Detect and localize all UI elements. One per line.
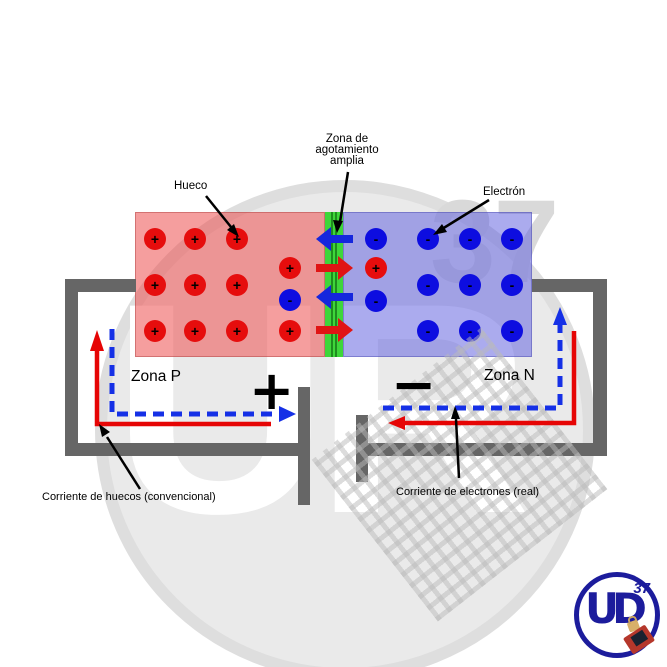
hole-carrier: + [144, 228, 166, 250]
hole-current-path-right [404, 331, 577, 426]
hole-current-pointer-line [105, 436, 142, 490]
ur37-logo: UD 37 [574, 572, 660, 658]
conventional-current-label: Corriente de huecos (convencional) [42, 491, 216, 503]
electron-carrier: - [459, 274, 481, 296]
zone-n-label: Zona N [484, 367, 535, 384]
arrow-shaft [316, 326, 339, 334]
hole-carrier: + [144, 320, 166, 342]
battery-positive-symbol: + [249, 359, 295, 422]
hole-current-pointer-head [99, 424, 110, 437]
electron-current-arrowhead-right [553, 307, 567, 325]
junction-line [331, 212, 333, 357]
electron-pointer-head [433, 224, 447, 235]
hole-carrier: + [226, 274, 248, 296]
electron-carrier: - [279, 289, 301, 311]
electron-current-pointer-head [451, 406, 460, 419]
depletion-zone-label: Zona de agotamiento amplia [315, 133, 379, 167]
electron-label: Electrón [483, 186, 526, 198]
hole-current-path-left [94, 345, 271, 427]
arrow-shaft [316, 264, 339, 272]
hole-current-arrowhead-right [388, 416, 405, 430]
electron-carrier: - [417, 274, 439, 296]
pcb-screen [630, 629, 649, 647]
electron-current-pointer-line [454, 418, 461, 479]
arrowhead [316, 227, 331, 251]
hole-carrier: + [279, 320, 301, 342]
hole-label: Hueco [174, 180, 208, 192]
battery-negative-symbol: − [391, 353, 437, 416]
zone-p-label: Zona P [131, 368, 181, 385]
electron-current-path-left [109, 329, 279, 417]
battery-plate-positive [298, 387, 310, 505]
electron-current-path-right [383, 325, 563, 411]
electron-carrier: - [417, 320, 439, 342]
hole-carrier: + [226, 228, 248, 250]
electron-pointer-line [441, 198, 490, 231]
hole-carrier: + [184, 274, 206, 296]
junction-arrow-left [316, 227, 353, 251]
hole-carrier: + [226, 320, 248, 342]
junction-line [335, 212, 337, 357]
arrow-shaft [330, 293, 353, 301]
wire-left-vertical [65, 279, 78, 456]
junction-arrow-right [316, 256, 353, 280]
hole-carrier: + [144, 274, 166, 296]
electron-carrier: - [417, 228, 439, 250]
junction-arrow-left [316, 285, 353, 309]
wire-left-bottom [65, 443, 299, 456]
depletion-pointer-line [338, 171, 350, 223]
electron-carrier: - [365, 290, 387, 312]
hole-carrier: + [184, 320, 206, 342]
wire-left-stub [65, 279, 136, 292]
electron-carrier: - [501, 274, 523, 296]
electron-carrier: - [501, 320, 523, 342]
hole-pointer-head [227, 224, 239, 237]
electron-current-arrowhead-left [279, 406, 296, 422]
arrowhead [338, 256, 353, 280]
depletion-pointer-head [333, 220, 343, 233]
wire-right-stub [532, 279, 593, 292]
electron-carrier: - [501, 228, 523, 250]
electron-carrier: - [459, 228, 481, 250]
hole-carrier: + [279, 257, 301, 279]
real-current-label: Corriente de electrones (real) [396, 486, 540, 498]
electron-carrier: - [365, 228, 387, 250]
hole-carrier: + [365, 257, 387, 279]
arrowhead [316, 285, 331, 309]
logo-superscript: 37 [633, 580, 650, 597]
hole-current-arrowhead-left [90, 330, 104, 351]
arrow-shaft [330, 235, 353, 243]
arrowhead [338, 318, 353, 342]
junction-arrow-right [316, 318, 353, 342]
hole-carrier: + [184, 228, 206, 250]
hole-pointer-line [205, 195, 232, 228]
wire-right-vertical [593, 279, 607, 456]
